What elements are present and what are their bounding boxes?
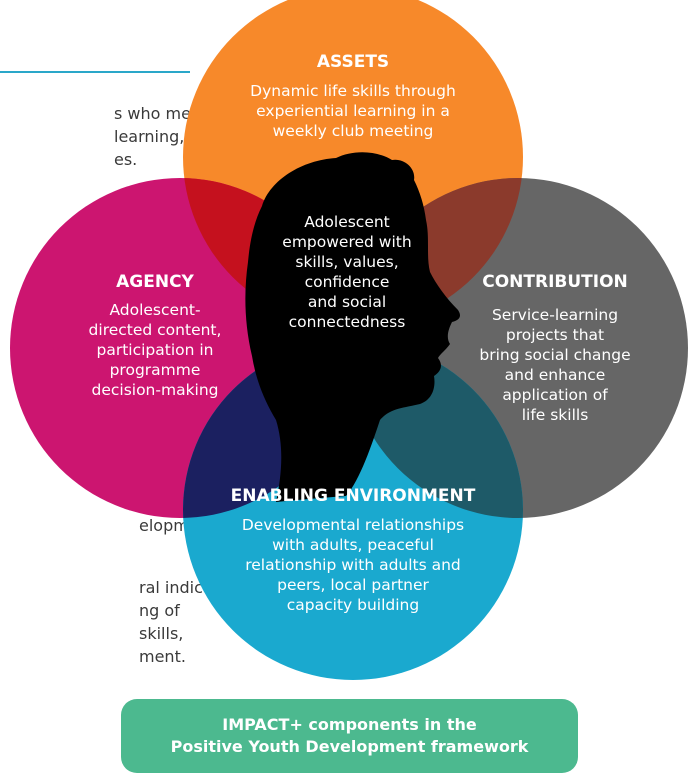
enabling-title: ENABLING ENVIRONMENT <box>230 486 476 506</box>
left-text-line: learning, <box>114 127 185 146</box>
assets-title: ASSETS <box>316 52 390 72</box>
center-text-line: confidence <box>304 273 390 291</box>
caption-line-2: Positive Youth Development framework <box>170 737 529 756</box>
agency-text-line: directed content, <box>88 321 222 339</box>
agency-title: AGENCY <box>116 272 194 292</box>
agency-label: AGENCY Adolescent- directed content, par… <box>60 271 250 400</box>
left-text-line: skills, <box>139 624 184 643</box>
center-text-line: connectedness <box>288 313 406 331</box>
agency-text-line: participation in <box>96 341 214 359</box>
left-text-line: ment. <box>139 647 186 666</box>
enabling-text-line: relationship with adults and <box>245 556 461 574</box>
agency-text-line: decision-making <box>91 381 219 399</box>
center-text-line: and social <box>307 293 387 311</box>
section-divider <box>0 71 190 73</box>
center-text-line: Adolescent <box>304 213 390 231</box>
contribution-text-line: application of <box>502 386 608 404</box>
left-text-line: s who meet <box>114 104 208 123</box>
left-text-line: ng of <box>139 601 180 620</box>
assets-text-line: Dynamic life skills through <box>250 82 456 100</box>
figure-caption: IMPACT+ components in the Positive Youth… <box>121 699 578 773</box>
agency-text-line: programme <box>109 361 201 379</box>
enabling-text-line: capacity building <box>286 596 420 614</box>
overlap-assets-contribution <box>348 178 523 327</box>
center-text-line: skills, values, <box>295 253 399 271</box>
contribution-text-line: bring social change <box>479 346 631 364</box>
contribution-text-line: life skills <box>521 406 589 424</box>
contribution-text-line: Service-learning <box>491 306 619 324</box>
enabling-label: ENABLING ENVIRONMENT Developmental relat… <box>188 485 518 615</box>
assets-label: ASSETS Dynamic life skills through exper… <box>203 51 503 141</box>
enabling-text-line: Developmental relationships <box>241 516 465 534</box>
caption-line-1: IMPACT+ components in the <box>222 715 477 734</box>
contribution-text-line: and enhance <box>504 366 606 384</box>
contribution-title: CONTRIBUTION <box>482 272 628 292</box>
center-text-line: empowered with <box>282 233 412 251</box>
enabling-text-line: peers, local partner <box>277 576 429 594</box>
overlap-agency-enabling <box>183 340 350 518</box>
enabling-text-line: with adults, peaceful <box>272 536 434 554</box>
head-silhouette <box>245 152 460 502</box>
contribution-label: CONTRIBUTION Service-learning projects t… <box>450 271 660 425</box>
assets-text-line: weekly club meeting <box>272 122 434 140</box>
left-text-line: es. <box>114 150 138 169</box>
contribution-text-line: projects that <box>505 326 605 344</box>
agency-text-line: Adolescent- <box>109 301 201 319</box>
assets-text-line: experiential learning in a <box>256 102 450 120</box>
center-label: Adolescent empowered with skills, values… <box>262 212 432 332</box>
